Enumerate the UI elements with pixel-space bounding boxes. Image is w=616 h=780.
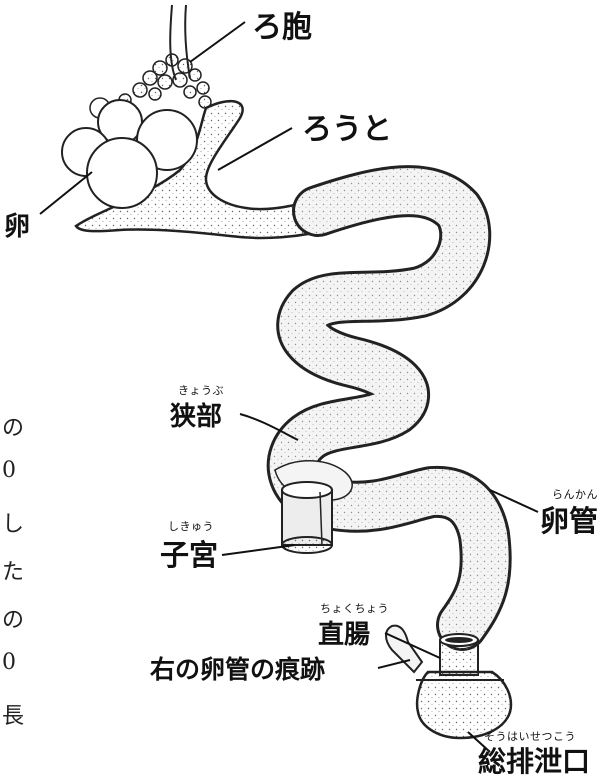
rectum-shape [440,634,478,675]
label-funnel: ろうと [302,104,392,148]
label-cloaca: 総排泄口 [478,740,590,780]
leader-shikyu [222,545,295,555]
label-uterus: 子宮 [160,532,218,574]
oviduct-tube-texture [293,191,486,625]
label-isthmus: 狭部 [170,396,222,433]
leader-ran [40,172,92,214]
side-text-6: 0 [2,650,16,675]
uterus-shape [282,482,332,553]
side-text-2: 0 [2,458,16,483]
side-text-3: し [2,506,24,538]
label-right-oviduct-vestige: 右の卵管の痕跡 [150,650,325,686]
label-oviduct: 卵管 [540,498,598,540]
side-text-4: た [2,554,24,586]
side-text-1: の [2,410,24,442]
label-rectum: 直腸 [318,614,370,651]
side-text-5: の [2,602,24,634]
side-text-7: 長 [2,698,24,730]
leader-rohou [190,22,245,62]
label-egg: 卵 [4,206,30,243]
label-follicle: ろ胞 [252,2,312,46]
